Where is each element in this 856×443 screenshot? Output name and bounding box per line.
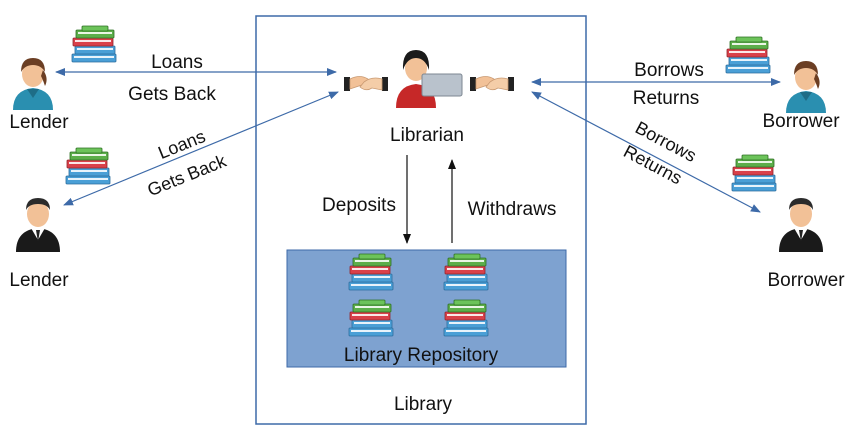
borrower-bottom-arrow: [531, 91, 761, 213]
withdraws-label: Withdraws: [468, 199, 557, 220]
borrower-top-borrows-label: Borrows: [634, 60, 704, 81]
borrower-top-label: Borrower: [762, 111, 840, 132]
lender-bottom-loans-label: Loans: [155, 126, 208, 163]
repository-books-icon: [348, 253, 394, 291]
handshake-left-icon: [343, 76, 389, 92]
lender-top-books-icon: [71, 25, 117, 63]
borrower-top-icon: [786, 61, 826, 113]
lender-top-icon: [13, 58, 53, 110]
lender-top-loans-label: Loans: [151, 52, 203, 73]
librarian-label: Librarian: [390, 125, 464, 146]
borrower-bottom-books-icon: [731, 154, 777, 192]
deposits-label: Deposits: [322, 195, 396, 216]
lender-bottom-gets-back-label: Gets Back: [145, 150, 230, 200]
repository-books-icon: [443, 299, 489, 337]
library-box: [255, 15, 587, 425]
repository-books-icon: [348, 299, 394, 337]
lender-top-gets-back-label: Gets Back: [128, 84, 216, 105]
lender-bottom-icon: [16, 198, 60, 252]
lender-bottom-label: Lender: [9, 270, 69, 291]
borrower-top-books-icon: [725, 36, 771, 74]
lender-top-label: Lender: [9, 112, 69, 133]
borrower-bottom-label: Borrower: [767, 270, 845, 291]
lender-bottom-arrow: [63, 91, 339, 206]
borrower-bottom-icon: [779, 198, 823, 252]
library-label: Library: [394, 394, 453, 415]
librarian-icon: [396, 50, 463, 108]
repository-books-icon: [443, 253, 489, 291]
lender-bottom-books-icon: [65, 147, 111, 185]
repository-box: [286, 249, 567, 368]
handshake-right-icon: [469, 76, 515, 92]
repository-label: Library Repository: [344, 345, 499, 366]
borrower-top-returns-label: Returns: [633, 88, 700, 109]
